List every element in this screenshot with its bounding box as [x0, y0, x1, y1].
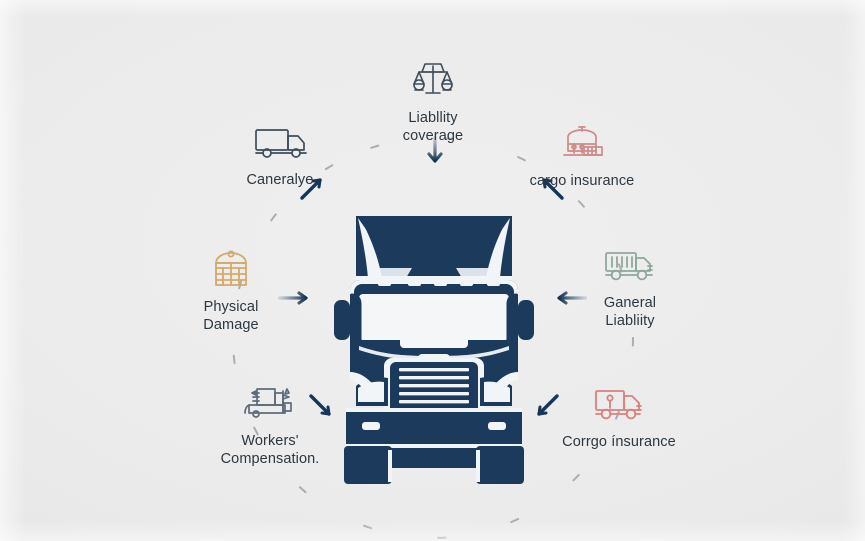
node-label: Ganeral Liabliity: [603, 295, 657, 329]
node-general-liability[interactable]: Ganeral Liabliity: [555, 247, 705, 330]
balance-scales-icon: [411, 60, 455, 100]
node-workers-compensation[interactable]: Workers' Compensation.: [175, 385, 365, 468]
node-label: Caneralye,: [246, 172, 318, 188]
node-label: cargo insurance: [529, 173, 635, 189]
storage-tank-icon: [558, 123, 606, 163]
node-label: Corrgo ínsurance: [562, 434, 676, 450]
box-truck-icon: [254, 124, 310, 162]
node-general-cargo[interactable]: Caneralye,: [207, 124, 357, 189]
delivery-truck-icon: [604, 247, 656, 285]
node-physical-damage[interactable]: Physical Damage: [156, 247, 306, 334]
warehouse-icon: [210, 247, 252, 289]
node-cargo-insurance-top[interactable]: cargo insurance: [487, 123, 677, 190]
cargo-truck-icon: [593, 386, 645, 424]
node-cargo-insurance-bottom[interactable]: Corrgo ínsurance: [524, 386, 714, 451]
node-label: Liabllity coverage: [402, 110, 464, 144]
node-liability-coverage[interactable]: Liabllity coverage: [358, 60, 508, 145]
node-label: Workers' Compensation.: [220, 433, 320, 467]
machinery-icon: [243, 385, 297, 423]
node-label: Physical Damage: [203, 299, 259, 333]
